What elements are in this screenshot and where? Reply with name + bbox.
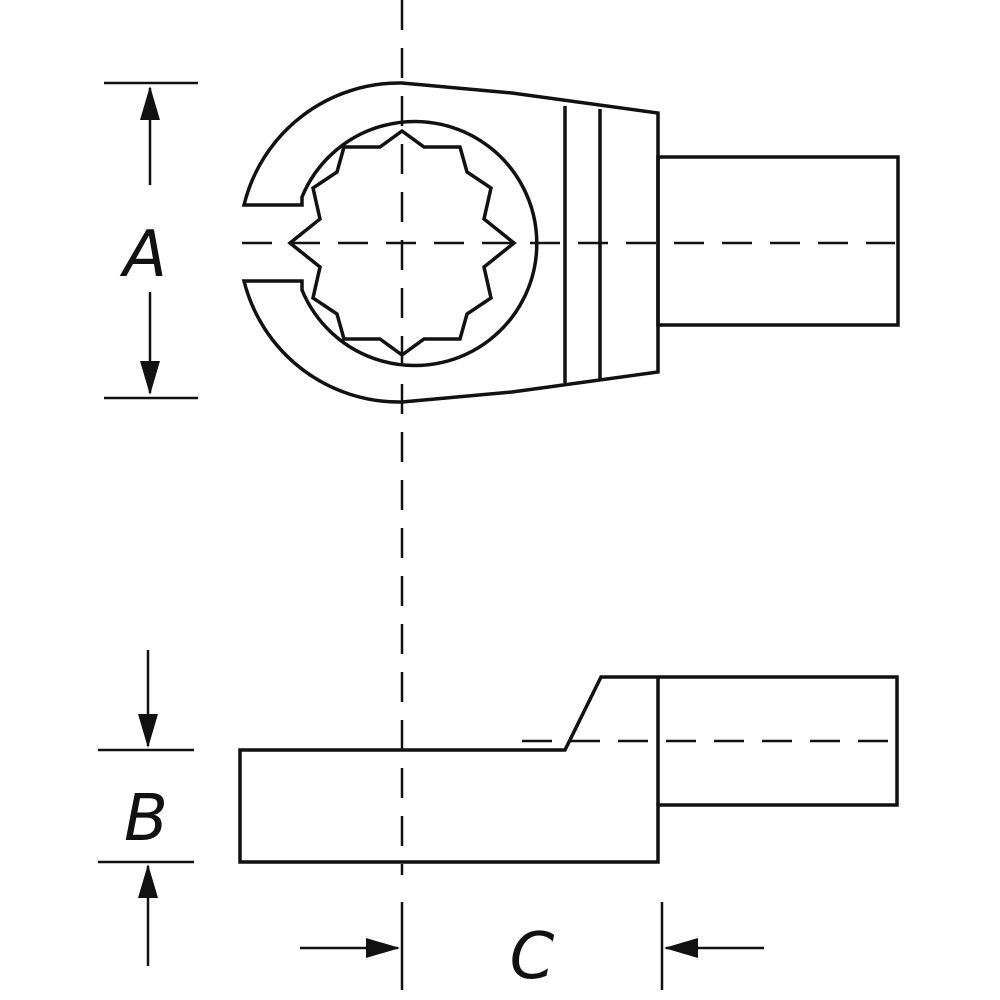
dim-a-arrow-up bbox=[140, 86, 160, 120]
top-view bbox=[241, 0, 900, 875]
drive-tang bbox=[656, 155, 900, 327]
twelve-point-socket bbox=[287, 128, 517, 358]
dimension-a: A bbox=[104, 81, 198, 400]
dim-a-label: A bbox=[119, 218, 167, 292]
dim-c-label: C bbox=[510, 920, 555, 994]
dim-b-label: B bbox=[124, 782, 168, 856]
dim-c-arrow-right bbox=[366, 938, 400, 958]
dimension-b: B bbox=[98, 650, 194, 966]
dim-b-arrow-up bbox=[138, 864, 158, 898]
dim-c-arrow-left bbox=[664, 938, 698, 958]
dim-b-arrow-down bbox=[138, 714, 158, 748]
side-view bbox=[238, 675, 899, 864]
ring-head-outline bbox=[241, 81, 660, 404]
side-profile-outline bbox=[238, 675, 899, 864]
dim-a-arrow-down bbox=[140, 361, 160, 395]
dimension-c: C bbox=[300, 902, 764, 994]
